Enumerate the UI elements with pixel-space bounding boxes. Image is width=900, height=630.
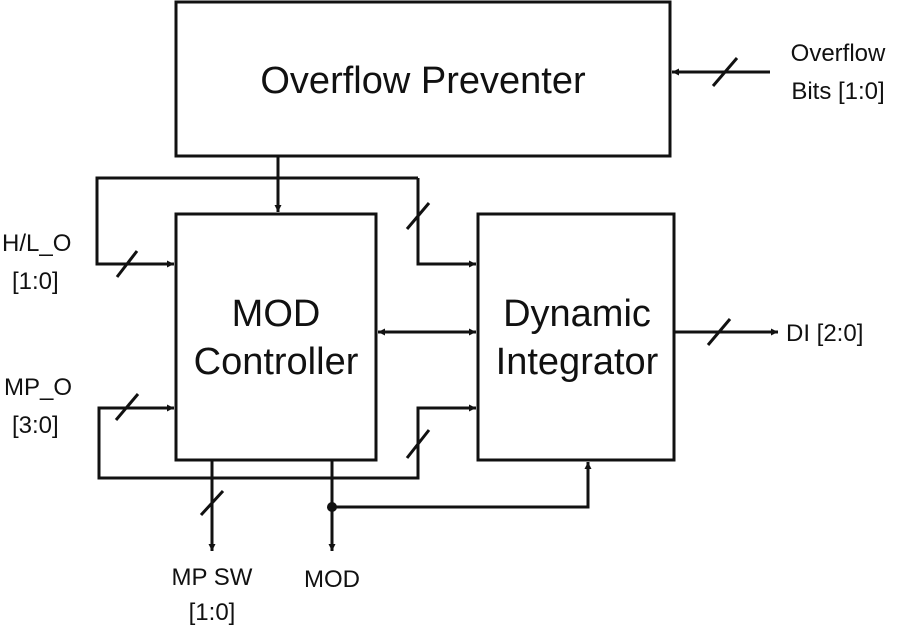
hl-o-bus-slash	[115, 250, 139, 278]
mp-o-label-line2: [3:0]	[12, 412, 59, 439]
mp-o-bus-slash	[114, 393, 140, 421]
mp-sw-label-line1: MP SW	[172, 564, 253, 591]
hl-o-label-line1: H/L_O	[2, 230, 71, 257]
mp-o-integrator-bus-slash	[405, 429, 431, 459]
mp-o-to-integrator-wire	[97, 404, 476, 480]
mod-junction-dot	[327, 502, 337, 512]
dynamic-integrator-label-line1: Dynamic	[503, 293, 651, 335]
mod-to-integrator-wire	[332, 462, 592, 509]
di-output-label: DI [2:0]	[786, 320, 863, 347]
mp-sw-label-line2: [1:0]	[189, 599, 236, 626]
hl-o-label-line2: [1:0]	[12, 268, 59, 295]
overflow-bits-label-line1: Overflow	[791, 40, 886, 67]
mod-output-label: MOD	[304, 566, 360, 593]
dynamic-integrator-label-line2: Integrator	[496, 341, 659, 383]
hl-o-bus-wire	[95, 176, 418, 268]
di-output-bus-slash	[706, 318, 732, 346]
dynamic-integrator-block	[476, 212, 676, 462]
overflow-preventer-block	[174, 0, 672, 158]
hl-o-integrator-bus-slash	[405, 202, 431, 230]
mod-controller-label-line2: Controller	[194, 341, 359, 383]
overflow-preventer-label: Overflow Preventer	[260, 60, 586, 102]
mp-sw-bus-slash	[199, 489, 225, 517]
mp-o-label-line1: MP_O	[4, 374, 72, 401]
overflow-bits-label-line2: Bits [1:0]	[791, 78, 884, 105]
mod-controller-block	[174, 212, 378, 462]
overflow-bits-bus-slash	[711, 57, 739, 87]
mod-controller-label-line1: MOD	[232, 293, 321, 335]
hl-o-to-integrator-wire	[416, 178, 476, 268]
